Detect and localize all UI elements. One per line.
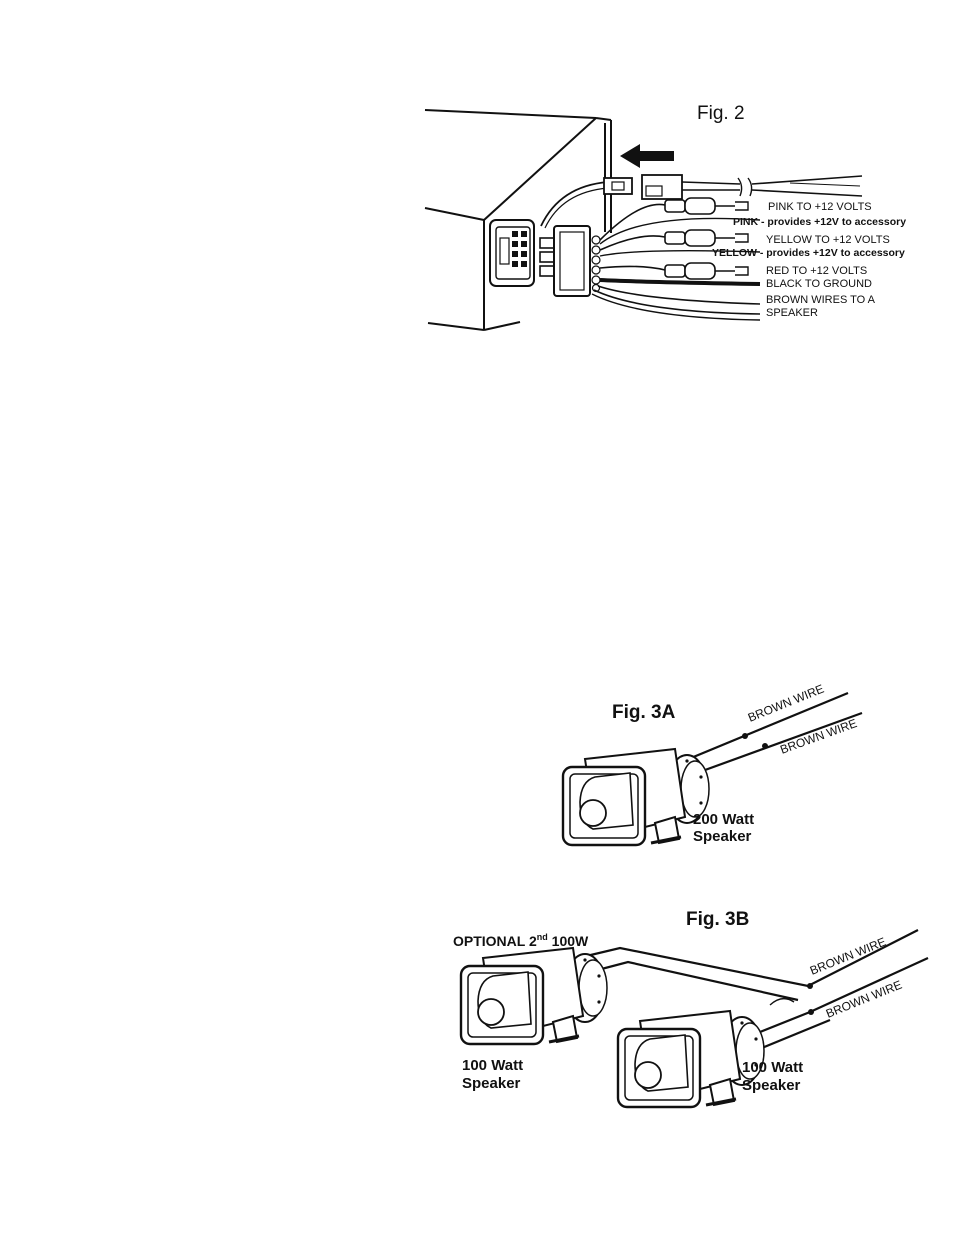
wire-junction	[762, 743, 768, 749]
speaker-100w-left	[459, 946, 609, 1046]
fig-3a-diagram: Fig. 3A BROWN WIRE BROWN WIRE 200 Watt S…	[561, 682, 863, 847]
inline-fuse-red	[664, 262, 749, 280]
wire-junction	[742, 733, 748, 739]
left-speaker-label-2: Speaker	[462, 1075, 521, 1092]
fig-2-title: Fig. 2	[697, 103, 745, 124]
harness-wires	[591, 203, 761, 321]
wire-junction	[807, 983, 813, 989]
direction-arrow	[620, 144, 674, 168]
inline-fuse-pink	[664, 197, 749, 215]
brown-wire-label: BROWN WIRES TO A	[766, 294, 876, 306]
brown-wire-label-2: SPEAKER	[766, 307, 818, 319]
yellow-accessory-label: YELLOW - provides +12V to accessory	[712, 247, 905, 259]
left-speaker-label-1: 100 Watt	[462, 1057, 523, 1074]
wire-crossover	[769, 997, 795, 1006]
right-speaker-label-2: Speaker	[742, 1077, 801, 1094]
fig-2-diagram: Fig. 2	[424, 103, 906, 331]
brown-wire-label-3a-2: BROWN WIRE	[778, 716, 859, 757]
pink-wire-label: PINK TO +12 VOLTS	[768, 201, 872, 213]
accessory-connector	[540, 174, 863, 229]
yellow-wire-label: YELLOW TO +12 VOLTS	[766, 234, 890, 246]
fig-3b-title: Fig. 3B	[686, 909, 749, 930]
wire-harness-plug	[539, 225, 601, 297]
pink-accessory-label: PINK - provides +12V to accessory	[733, 216, 906, 228]
brown-wire-label-3b-1: BROWN WIRE	[808, 935, 888, 978]
speaker-200w-label-1: 200 Watt	[693, 811, 754, 828]
wire-junction	[808, 1009, 814, 1015]
speaker-200w	[561, 747, 711, 847]
fig-3a-title: Fig. 3A	[612, 702, 676, 723]
inline-fuse-yellow	[664, 229, 749, 247]
rear-socket	[489, 219, 535, 287]
fig-3b-diagram: Fig. 3B OPTIONAL 2nd 100W BROWN WIRE BRO…	[453, 909, 929, 1109]
right-speaker-label-1: 100 Watt	[742, 1059, 803, 1076]
red-wire-label: RED TO +12 VOLTS	[766, 265, 867, 277]
optional-speaker-label: OPTIONAL 2nd 100W	[453, 932, 589, 949]
black-wire-label: BLACK TO GROUND	[766, 278, 872, 290]
speaker-200w-label-2: Speaker	[693, 828, 752, 845]
